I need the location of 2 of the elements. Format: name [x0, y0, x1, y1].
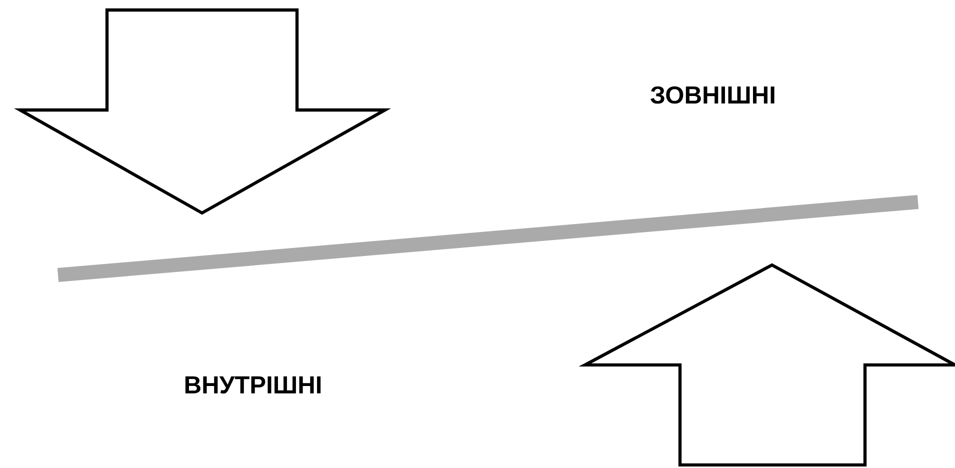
label: ЗОВНІШНІ — [650, 86, 774, 104]
label: ВНУТРІШНІ — [185, 376, 321, 394]
